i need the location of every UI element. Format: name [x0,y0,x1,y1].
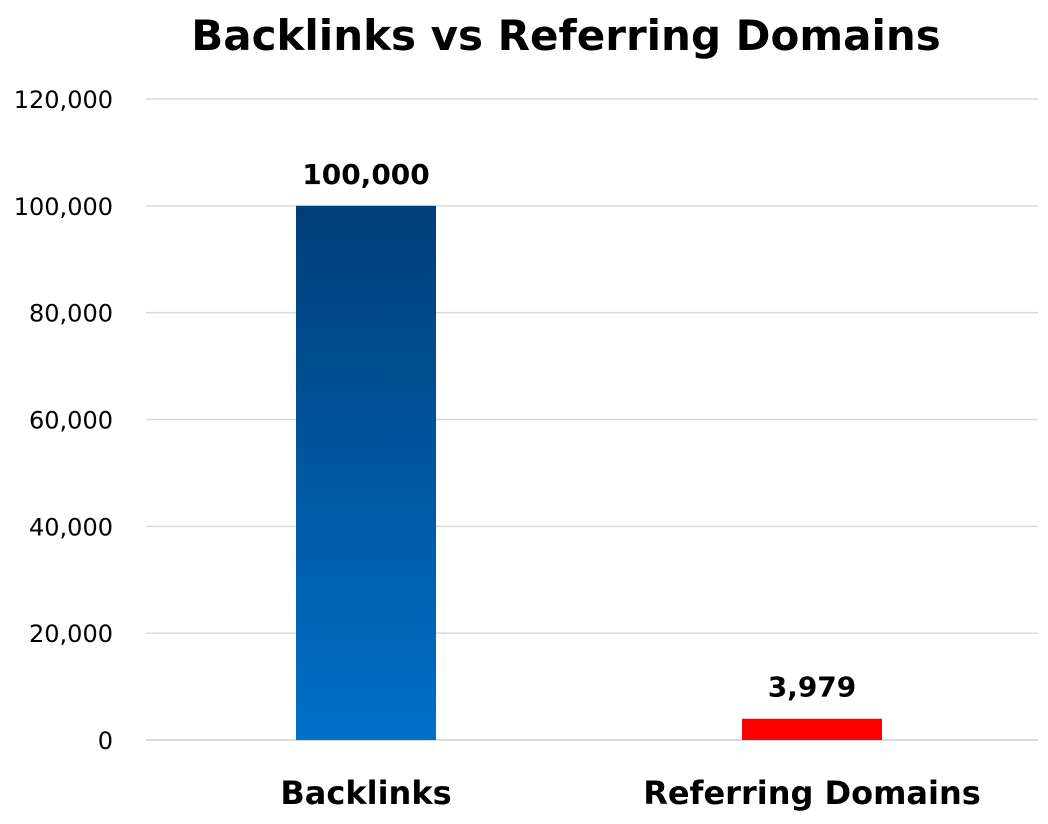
gridlines [146,98,1038,741]
y-tick-label: 100,000 [14,193,113,221]
data-labels: 100,000 3,979 [302,158,856,704]
data-label: 100,000 [302,158,430,191]
y-tick-label: 120,000 [14,86,113,114]
bar-referring-domains [742,718,882,740]
x-tick-label: Referring Domains [643,774,981,812]
y-axis-ticks: 0 20,000 40,000 60,000 80,000 100,000 120,000 [14,86,113,755]
y-tick-label: 60,000 [29,407,113,435]
bars [296,205,882,741]
x-tick-label: Backlinks [280,774,451,812]
x-axis-ticks: Backlinks Referring Domains [280,774,980,812]
y-tick-label: 40,000 [29,513,113,541]
y-tick-label: 0 [98,727,113,755]
y-tick-label: 80,000 [29,300,113,328]
chart-title: Backlinks vs Referring Domains [191,11,941,60]
y-tick-label: 20,000 [29,620,113,648]
bar-backlinks [296,205,436,741]
data-label: 3,979 [768,671,857,704]
